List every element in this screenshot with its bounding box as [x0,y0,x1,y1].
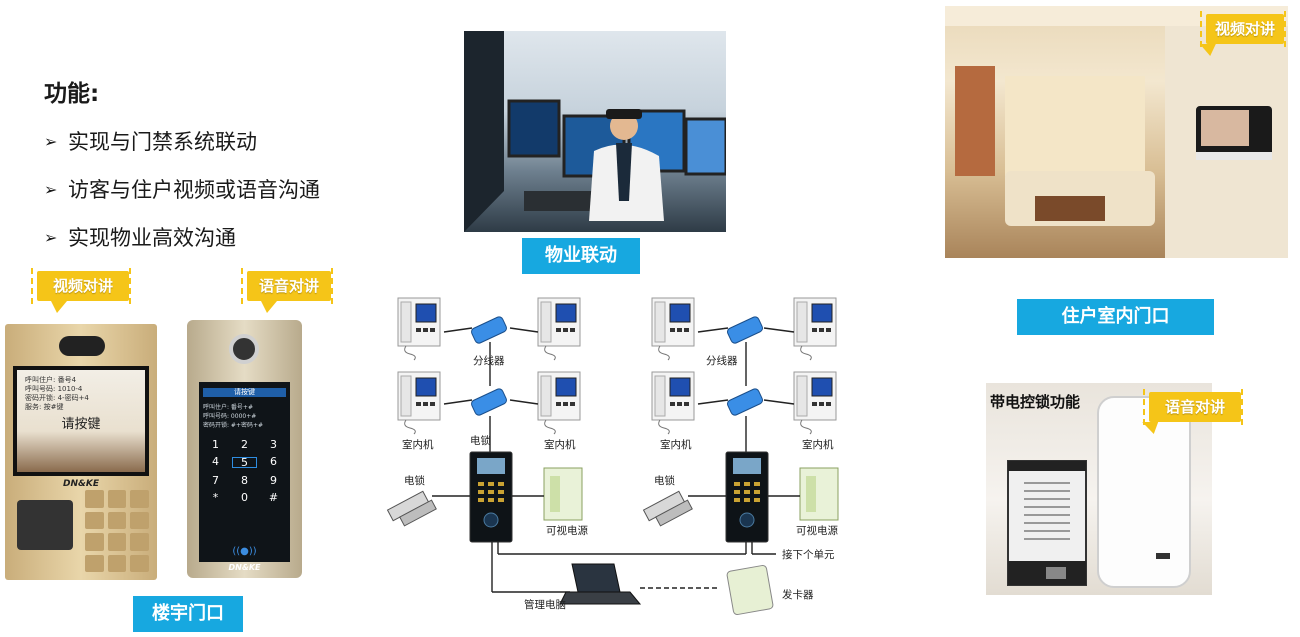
panel-screen: 呼叫住户: 番号4 呼叫号码: 1010-4 密码开锁: 4-密码+4 服务: … [13,366,149,476]
function-item: ➢访客与住户视频或语音沟通 [44,166,320,214]
key[interactable]: 6 [270,455,277,468]
card-reader-icon [17,500,73,550]
camera-icon [59,336,105,356]
indoor-unit-icon [793,297,837,361]
video-power-label: 可视电源 [546,524,588,537]
splitter-label: 分线器 [473,354,505,367]
key[interactable]: 5 [232,457,257,468]
indoor-door-label: 住户室内门口 [1017,299,1214,335]
function-item: ➢实现物业高效沟通 [44,214,320,262]
functions-title: 功能: [44,81,100,107]
video-power-icon [799,467,839,521]
video-intercom-tag-indoor: 视频对讲 [1199,11,1286,56]
arrow-bullet-icon: ➢ [44,228,58,247]
panel-screen: 请按键 呼叫住户: 番号+# 呼叫号码: 0000+# 密码开锁: #+密码+#… [199,382,290,546]
indoor-unit-label: 室内机 [660,438,692,451]
key[interactable]: * [212,491,219,504]
keypad [85,490,149,572]
video-intercom-tag-door: 视频对讲 [31,268,131,313]
property-link-label: 物业联动 [522,238,640,274]
intercom-wiring-diagram: 分线器 室内机 室内机 电锁 可视电源 电锁 分线器 室内机 室内机 可视电源 … [387,297,839,616]
key[interactable]: 1 [212,438,219,451]
building-door-label: 楼宇门口 [133,596,243,632]
key[interactable]: 9 [270,474,277,487]
nfc-icon: ((●)) [199,546,290,562]
touch-keypad: 1 2 3 4 5 6 7 8 9 * 0 # [203,438,286,504]
outdoor-station-icon [469,451,513,543]
indoor-unit-label: 室内机 [802,438,834,451]
voice-intercom-tag-indoor: 语音对讲 [1142,389,1243,434]
key[interactable]: 3 [270,438,277,451]
living-room-illustration [945,6,1288,258]
screen-prompt: 请按键 [61,417,101,432]
indoor-unit-icon [537,371,581,435]
splitter-icon [469,315,509,345]
indoor-unit-icon [537,297,581,361]
electric-lock-label: 电锁 [654,474,675,487]
security-room-photo [464,31,726,232]
key[interactable]: 2 [241,438,248,451]
splitter-icon [725,315,765,345]
outdoor-station-icon [725,451,769,543]
next-unit-label: 接下个单元 [782,548,835,561]
electric-lock-label: 电锁 [404,474,425,487]
electric-lock-icon [643,490,693,527]
card-issuer-label: 发卡器 [782,588,814,601]
functions-list: ➢实现与门禁系统联动 ➢访客与住户视频或语音沟通 ➢实现物业高效沟通 [44,118,320,262]
touch-door-panel: 请按键 呼叫住户: 番号+# 呼叫号码: 0000+# 密码开锁: #+密码+#… [187,320,302,578]
function-item: ➢实现与门禁系统联动 [44,118,320,166]
lock-control-caption: 带电控锁功能 [990,393,1081,411]
key[interactable]: 7 [212,474,219,487]
indoor-unit-icon [651,371,695,435]
indoor-unit-icon [793,371,837,435]
electric-lock-icon [387,490,437,527]
security-room-illustration [464,31,726,232]
indoor-unit-label: 室内机 [402,438,434,451]
indoor-unit-icon [397,297,441,361]
indoor-unit-icon [397,371,441,435]
voice-intercom-tag-door: 语音对讲 [241,268,333,313]
brand-logo: DN&KE [228,563,261,572]
card-issuer-icon [726,564,774,616]
video-power-icon [543,467,583,521]
indoor-unit-label: 室内机 [544,438,576,451]
video-power-label: 可视电源 [796,524,838,537]
splitter-label: 分线器 [706,354,738,367]
indoor-unit-icon [651,297,695,361]
living-room-photo [945,6,1288,258]
splitter-icon [725,387,765,417]
laptop-icon [559,563,642,605]
key[interactable]: # [268,491,279,504]
brand-logo: DN&KE [63,479,99,489]
electric-lock-label: 电锁 [470,434,491,447]
key[interactable]: 8 [241,474,248,487]
key[interactable]: 4 [212,455,219,468]
video-door-panel: 呼叫住户: 番号4 呼叫号码: 1010-4 密码开锁: 4-密码+4 服务: … [5,324,157,580]
arrow-bullet-icon: ➢ [44,180,58,199]
audio-intercom-illustration [1007,396,1191,588]
camera-icon [229,334,259,364]
management-pc-label: 管理电脑 [524,598,566,611]
key[interactable]: 0 [241,491,248,504]
splitter-icon [469,387,509,417]
arrow-bullet-icon: ➢ [44,132,58,151]
